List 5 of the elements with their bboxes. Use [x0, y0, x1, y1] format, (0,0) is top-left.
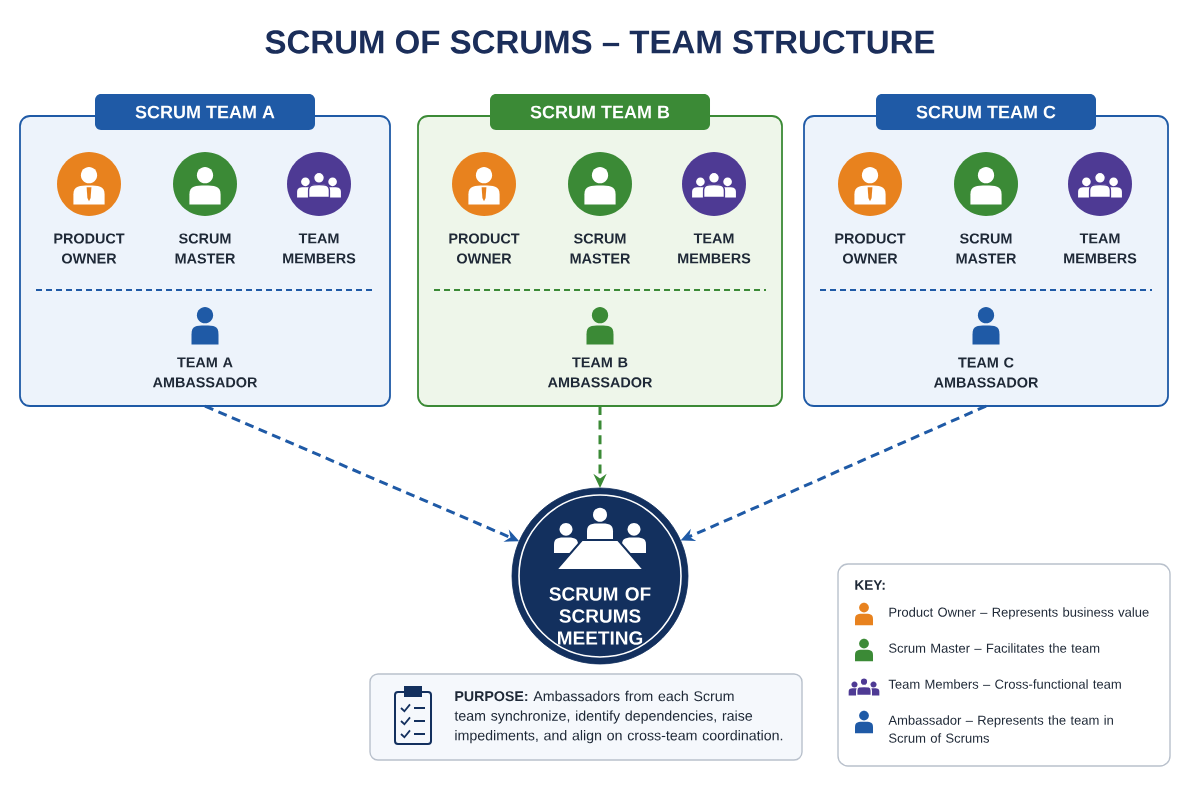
team-tab: SCRUM TEAM A — [95, 94, 315, 130]
title: SCRUM OF SCRUMS – TEAM STRUCTURE — [265, 30, 935, 54]
team-tab: SCRUM TEAM C — [876, 94, 1096, 130]
meeting-label: SCRUM OF SCRUMS MEETING — [549, 587, 651, 645]
team-tab: SCRUM TEAM B — [490, 94, 710, 130]
